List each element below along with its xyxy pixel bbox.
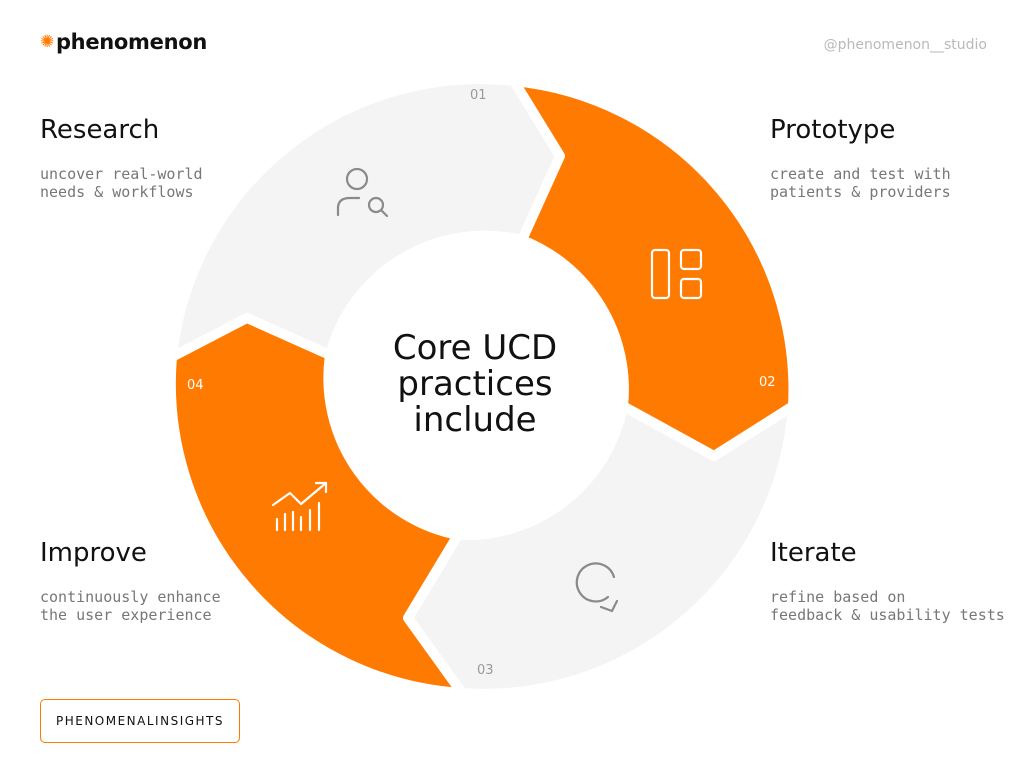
step-number-01: 01 xyxy=(470,88,487,103)
refresh-icon xyxy=(575,562,619,613)
layout-icon xyxy=(650,248,703,300)
desc-line: patients & providers xyxy=(770,183,951,201)
step-number-02: 02 xyxy=(759,375,776,390)
desc-line: refine based on xyxy=(770,588,906,606)
desc-line: the user experience xyxy=(40,606,212,624)
insights-button[interactable]: PHENOMENALINSIGHTS xyxy=(40,699,240,743)
step-desc-iterate: refine based on feedback & usability tes… xyxy=(770,588,1010,624)
segment-improve xyxy=(165,313,467,698)
segment-iterate xyxy=(403,401,798,699)
step-title-iterate: Iterate xyxy=(770,538,857,568)
segment-research xyxy=(167,74,565,362)
step-desc-research: uncover real-world needs & workflows xyxy=(40,165,280,201)
step-number-04: 04 xyxy=(187,378,204,393)
social-handle: @phenomenon__studio xyxy=(823,37,987,53)
step-desc-improve: continuously enhance the user experience xyxy=(40,588,280,624)
center-title: Core UCD practices include xyxy=(340,330,610,438)
brand-name: phenomenon xyxy=(55,30,208,54)
desc-line: uncover real-world xyxy=(40,165,203,183)
user-search-icon xyxy=(336,167,389,218)
step-title-prototype: Prototype xyxy=(770,115,896,145)
center-title-line: include xyxy=(413,400,537,440)
step-title-improve: Improve xyxy=(40,538,147,568)
step-desc-prototype: create and test with patients & provider… xyxy=(770,165,1010,201)
desc-line: create and test with xyxy=(770,165,951,183)
desc-line: needs & workflows xyxy=(40,183,194,201)
step-number-03: 03 xyxy=(477,663,494,678)
desc-line: continuously enhance xyxy=(40,588,221,606)
step-title-research: Research xyxy=(40,115,160,145)
chart-growth-icon xyxy=(271,481,328,532)
desc-line: feedback & usability tests xyxy=(770,606,1005,624)
segment-prototype xyxy=(509,76,799,461)
center-title-line: practices xyxy=(397,364,553,404)
brand-logo: ✺ phenomenon xyxy=(40,30,207,54)
center-title-line: Core UCD xyxy=(392,328,558,368)
brand-asterisk-icon: ✺ xyxy=(40,32,54,52)
